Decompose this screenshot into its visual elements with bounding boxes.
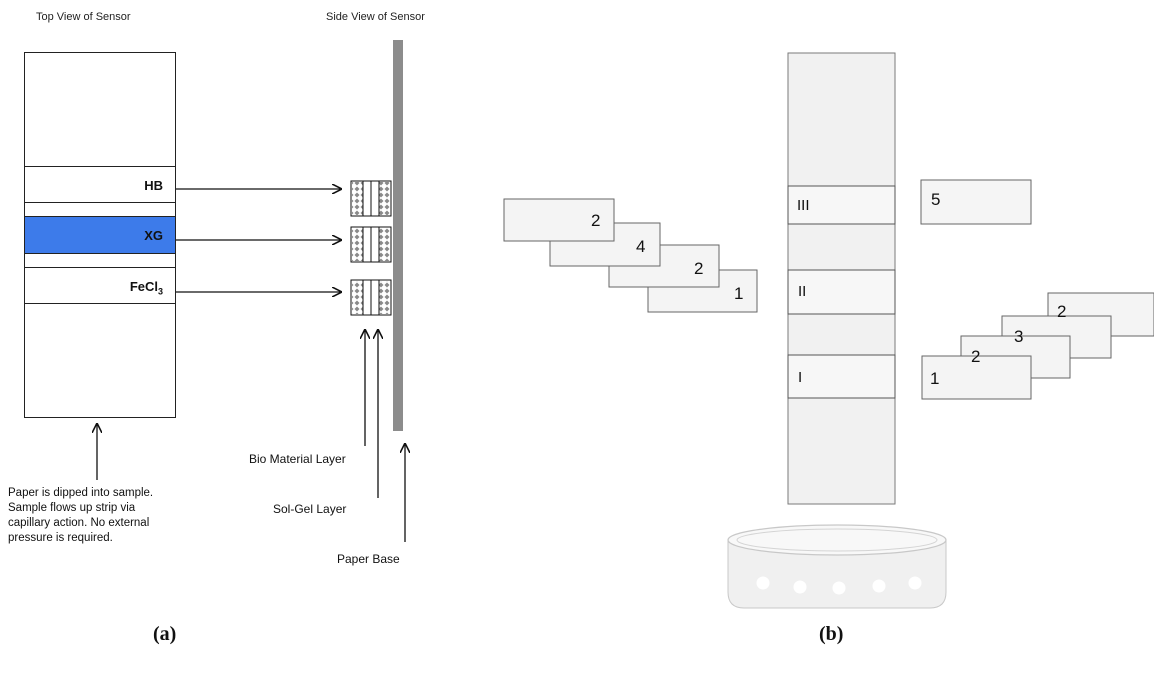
top-view-title: Top View of Sensor <box>36 11 131 23</box>
side-cell-xg <box>350 226 392 263</box>
bio-material-layer-label: Bio Material Layer <box>249 452 346 466</box>
band-hb: HB <box>24 166 176 203</box>
left-card-1-label: 1 <box>734 284 744 303</box>
zone-ii <box>787 269 896 315</box>
zone-iii <box>787 185 896 225</box>
right-card-1 <box>921 355 1032 400</box>
right-card-2b-label: 2 <box>1057 302 1067 321</box>
left-card-2a-label: 2 <box>591 211 601 230</box>
zone-ii-label: II <box>798 283 807 300</box>
band-xg-label: XG <box>144 228 163 243</box>
right-card-3-label: 3 <box>1014 327 1024 346</box>
side-view-title: Side View of Sensor <box>326 11 425 23</box>
paper-base-bar <box>393 40 403 431</box>
band-xg: XG <box>24 216 176 254</box>
band-fecl3: FeCl3 <box>24 267 176 304</box>
side-cell-hb <box>350 180 392 217</box>
right-card-2a-label: 2 <box>971 347 981 366</box>
sol-gel-layer-label: Sol-Gel Layer <box>273 502 347 516</box>
right-box-5 <box>920 179 1032 225</box>
caption-b: (b) <box>819 623 844 645</box>
zone-iii-label: III <box>797 197 810 214</box>
zone-i <box>787 354 896 399</box>
caption-a: (a) <box>153 623 177 645</box>
right-box-5-label: 5 <box>931 190 941 209</box>
left-card-2a <box>503 198 615 242</box>
band-hb-label: HB <box>144 178 163 193</box>
band-fecl3-label: FeCl3 <box>129 279 163 297</box>
right-card-1-label: 1 <box>930 369 940 388</box>
left-card-2b-label: 2 <box>694 259 704 278</box>
sample-dish-icon <box>727 524 947 609</box>
zone-i-label: I <box>798 369 803 386</box>
side-cell-fecl3 <box>350 279 392 316</box>
procedure-note: Paper is dipped into sample. Sample flow… <box>8 487 154 544</box>
paper-base-label: Paper Base <box>337 552 400 566</box>
left-card-4-label: 4 <box>636 237 646 256</box>
